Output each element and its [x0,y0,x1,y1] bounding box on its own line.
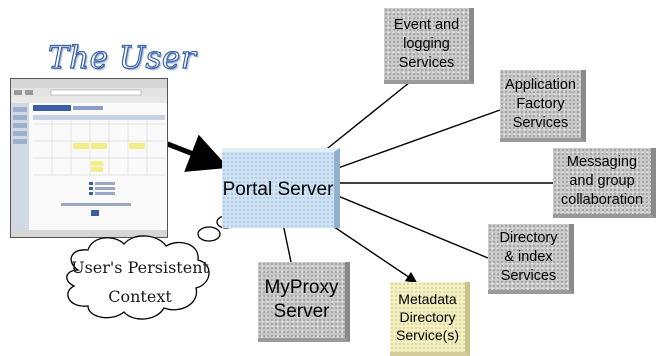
service-label-application-factory: Application Factory Services [505,76,576,131]
metadata-directory-box: Metadata Directory Service(s) [390,282,470,356]
myproxy-server-label: MyProxy Server [264,277,339,322]
service-box-messaging: Messaging and group collaboration [553,148,656,218]
service-label-directory-index: Directory & index Services [499,229,558,284]
portal-server-box: Portal Server [222,148,340,228]
portal-server-label: Portal Server [222,179,334,200]
user-title: The User [47,39,197,76]
connector-event-logging [317,73,421,157]
service-box-directory-index: Directory & index Services [488,224,574,294]
user-to-portal-arrow [164,134,229,172]
user-browser-screenshot [10,78,168,238]
metadata-directory-label: Metadata Directory Service(s) [395,291,459,343]
browser-screenshot-image [11,79,167,237]
persistent-context-cloud [66,215,236,320]
cloud-label-line1: User's Persistent [71,258,209,277]
myproxy-server-box: MyProxy Server [258,262,350,342]
service-label-messaging: Messaging and group collaboration [560,153,644,208]
cloud-label-line2: Context [108,287,172,306]
connector-application-factory [337,109,501,169]
service-label-event-logging: Event and logging Services [393,16,460,71]
service-box-application-factory: Application Factory Services [500,70,586,142]
service-box-event-logging: Event and logging Services [384,8,474,84]
connector-directory-index [337,195,489,259]
